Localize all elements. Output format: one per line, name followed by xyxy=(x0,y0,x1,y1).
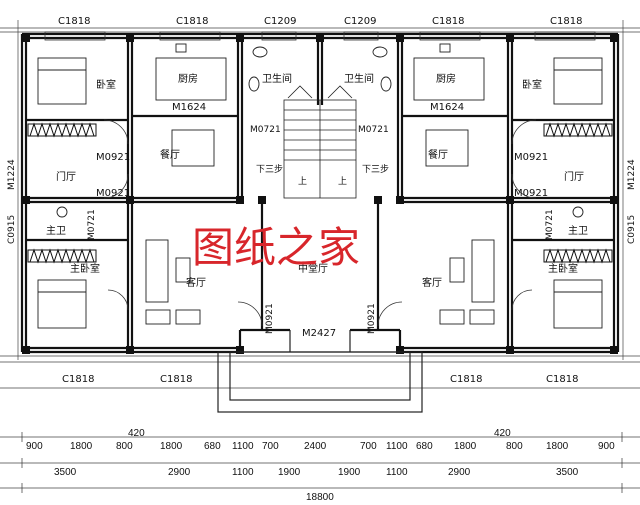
window-label: C1818 xyxy=(58,16,90,27)
room-label-foyer: 门厅 xyxy=(56,170,76,183)
window-code: C0915 xyxy=(627,215,637,244)
dimension-value: 1800 xyxy=(454,441,477,452)
door-code: M0921 xyxy=(514,152,548,163)
dimension-value: 900 xyxy=(26,441,43,452)
room-label-kitchen: 厨房 xyxy=(436,72,456,85)
beds xyxy=(37,57,603,329)
dimension-value: 3500 xyxy=(556,467,579,478)
door-code: M0721 xyxy=(358,125,389,135)
dining-tables xyxy=(171,129,469,167)
dimension-value: 1900 xyxy=(278,467,301,478)
sofas xyxy=(145,239,495,325)
columns xyxy=(22,34,618,354)
door-code: M0921 xyxy=(96,152,130,163)
porch xyxy=(217,330,423,413)
dimension-value: 700 xyxy=(262,441,279,452)
door-code: M0921 xyxy=(265,303,275,334)
dimension-ticks xyxy=(21,432,623,493)
room-label-dining: 餐厅 xyxy=(160,148,180,161)
door-code: M0921 xyxy=(367,303,377,334)
dimension-value: 1800 xyxy=(160,441,183,452)
dimension-value: 800 xyxy=(116,441,133,452)
window-label: C1818 xyxy=(432,16,464,27)
dimension-value: 1800 xyxy=(70,441,93,452)
window-label: C1209 xyxy=(344,16,376,27)
wardrobes xyxy=(27,122,613,264)
room-label-foyer: 门厅 xyxy=(564,170,584,183)
room-label-dining: 餐厅 xyxy=(428,148,448,161)
dimension-row-2: 3500 2900 1100 1900 1900 1100 2900 3500 xyxy=(54,467,579,478)
door-swings xyxy=(103,119,537,327)
stair-labels: 下三步 下三步 上 上 xyxy=(256,164,389,187)
stair-label-down: 下三步 xyxy=(362,164,389,175)
grid-lines xyxy=(0,20,640,489)
window-label: C1818 xyxy=(160,374,192,385)
door-code: M2427 xyxy=(302,328,336,339)
door-code: M0721 xyxy=(545,209,555,240)
room-label-bedroom: 卧室 xyxy=(522,78,542,91)
room-label-hall: 中堂厅 xyxy=(298,262,328,275)
dimension-value: 800 xyxy=(506,441,523,452)
dimension-value: 1100 xyxy=(232,441,254,452)
door-code: M1624 xyxy=(430,102,464,113)
dimension-value: 1900 xyxy=(338,467,361,478)
door-code: M0921 xyxy=(514,188,548,199)
room-label-living: 客厅 xyxy=(422,276,442,289)
dimension-value: 680 xyxy=(204,441,221,452)
stair-label-up: 上 xyxy=(338,176,347,187)
watermark-text: 图纸之家 xyxy=(192,223,360,272)
room-label-master-bedroom: 主卧室 xyxy=(70,262,100,275)
door-code: M0721 xyxy=(87,209,97,240)
dimension-value: 1800 xyxy=(546,441,569,452)
room-label-bathroom: 卫生间 xyxy=(344,72,374,85)
window-label: C1209 xyxy=(264,16,296,27)
dimension-value: 2900 xyxy=(448,467,471,478)
dimension-value: 680 xyxy=(416,441,433,452)
door-code: M1624 xyxy=(172,102,206,113)
window-labels-top: C1818 C1818 C1209 C1209 C1818 C1818 xyxy=(58,16,582,27)
room-label-living: 客厅 xyxy=(186,276,206,289)
window-label: C1818 xyxy=(62,374,94,385)
window-label: C1818 xyxy=(450,374,482,385)
room-label-master-bath: 主卫 xyxy=(568,225,588,237)
dimension-value: 3500 xyxy=(54,467,77,478)
door-codes: M1624 M1624 M0721 M0721 M0921 M0921 M092… xyxy=(7,102,637,339)
dimension-value: 1100 xyxy=(232,467,254,478)
window-code: C0915 xyxy=(7,215,17,244)
window-label: C1818 xyxy=(550,16,582,27)
room-label-master-bedroom: 主卧室 xyxy=(548,262,578,275)
room-label-bathroom: 卫生间 xyxy=(262,72,292,85)
dimension-value: 1100 xyxy=(386,467,408,478)
staircase xyxy=(283,85,357,199)
bath-fixtures xyxy=(56,46,584,218)
dimension-value: 1100 xyxy=(386,441,408,452)
stair-label-down: 下三步 xyxy=(256,164,283,175)
dimension-value: 900 xyxy=(598,441,615,452)
room-labels: 卧室 卧室 厨房 厨房 卫生间 卫生间 餐厅 餐厅 门厅 门厅 主卫 主卫 主卧… xyxy=(46,72,588,289)
dimension-value: 700 xyxy=(360,441,377,452)
dimension-value: 2900 xyxy=(168,467,191,478)
door-code: M1224 xyxy=(7,159,17,190)
dimension-row-1: 900 1800 800 1800 680 1100 700 2400 700 … xyxy=(26,428,615,452)
top-windows xyxy=(44,31,596,41)
dimension-total: 18800 xyxy=(306,492,334,503)
window-label: C1818 xyxy=(176,16,208,27)
room-label-kitchen: 厨房 xyxy=(178,72,198,85)
walls xyxy=(20,32,620,354)
stair-label-up: 上 xyxy=(298,176,307,187)
door-code: M0921 xyxy=(96,188,130,199)
door-code: M0721 xyxy=(250,125,281,135)
dimension-value: 2400 xyxy=(304,441,327,452)
window-label: C1818 xyxy=(546,374,578,385)
kitchen-counters xyxy=(155,43,485,101)
room-label-bedroom: 卧室 xyxy=(96,78,116,91)
window-labels-bottom: C1818 C1818 C1818 C1818 xyxy=(62,374,578,385)
door-code: M1224 xyxy=(627,159,637,190)
room-label-master-bath: 主卫 xyxy=(46,225,66,237)
dimension-value: 420 xyxy=(494,428,511,439)
dimension-value: 420 xyxy=(128,428,145,439)
